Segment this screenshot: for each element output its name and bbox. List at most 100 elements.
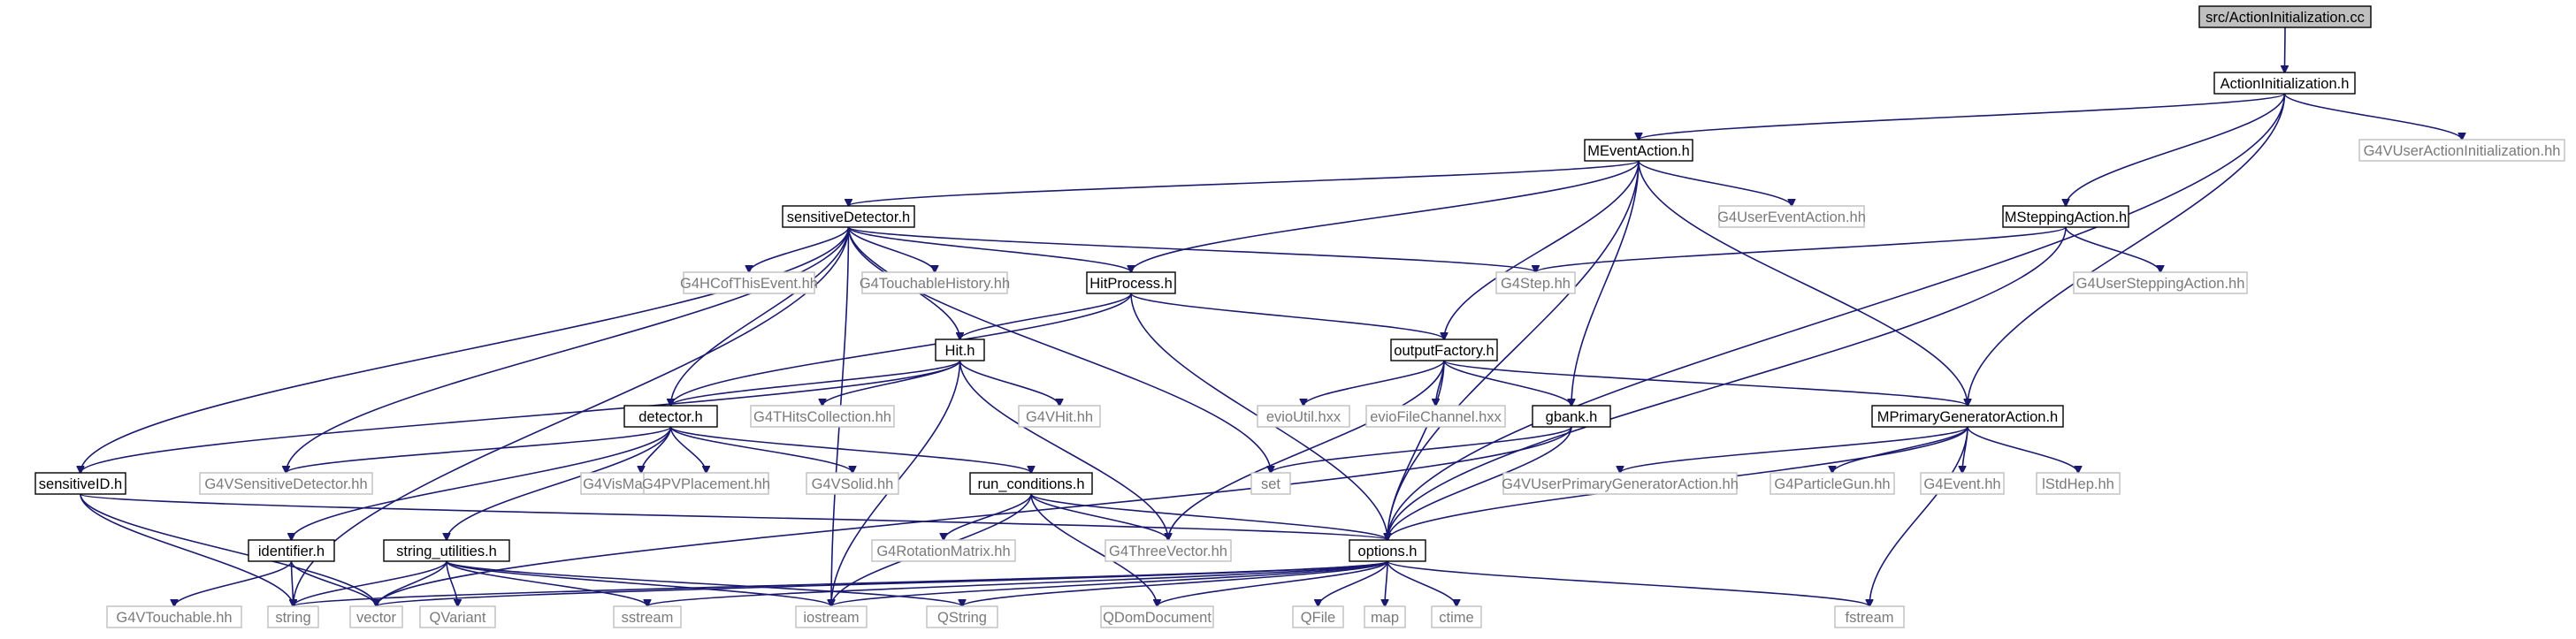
node-box-hitprocess <box>1086 271 1176 294</box>
node-runconditions[interactable]: run_conditions.h <box>969 472 1093 495</box>
node-g4step: G4Step.hh <box>1495 271 1576 294</box>
node-qdomdocument: QDomDocument <box>1100 605 1214 628</box>
node-label-g4usereventaction: G4UserEventAction.hh <box>1717 209 1866 225</box>
node-box-g4event <box>1920 472 2005 495</box>
edge-outputfactory-to-mprimarygen <box>1443 360 1968 406</box>
node-label-actioninit: ActionInitialization.h <box>2221 76 2350 92</box>
node-g4vsolid: G4VSolid.hh <box>806 472 899 495</box>
node-hit[interactable]: Hit.h <box>935 339 985 361</box>
node-box-g4vsolid <box>806 472 899 495</box>
edge-sensitivedetector-to-g4touchablehistory <box>847 226 936 272</box>
edge-stringutilities-to-sstream <box>446 560 647 606</box>
node-label-stringutilities: string_utilities.h <box>396 544 497 559</box>
edge-stringutilities-to-string <box>294 560 447 606</box>
edge-actioninit-to-options <box>1387 93 2286 540</box>
edge-identifier-to-g4vtouchable <box>174 560 293 606</box>
edge-runconditions-to-qdomdocument <box>1030 493 1158 606</box>
node-qstring: QString <box>926 605 998 628</box>
node-label-g4touchablehistory: G4TouchableHistory.hh <box>860 276 1010 292</box>
node-label-sstream: sstream <box>622 610 674 626</box>
node-label-g4vtouchable: G4VTouchable.hh <box>116 610 232 626</box>
edge-detector-to-g4pvplacement <box>669 426 707 473</box>
node-box-options <box>1349 539 1426 562</box>
edge-mprimarygen-to-g4vuserprimarygen <box>1620 426 1968 473</box>
edge-options-to-sstream <box>647 560 1388 606</box>
node-options[interactable]: options.h <box>1349 539 1426 562</box>
node-label-identifier: identifier.h <box>258 544 325 559</box>
node-mprimarygen[interactable]: MPrimaryGeneratorAction.h <box>1871 405 2064 428</box>
node-box-set <box>1250 472 1291 495</box>
edge-detector-to-g4vsolid <box>669 426 853 473</box>
node-label-g4pvplacement: G4PVPlacement.hh <box>642 476 770 492</box>
node-evioutil: evioUtil.hxx <box>1257 405 1350 428</box>
node-root[interactable]: src/ActionInitialization.cc <box>2198 5 2372 28</box>
node-box-detector <box>623 405 718 428</box>
node-g4touchablehistory: G4TouchableHistory.hh <box>860 271 1010 294</box>
node-label-sensitiveid: sensitiveID.h <box>39 476 122 492</box>
node-box-mprimarygen <box>1871 405 2064 428</box>
node-g4pvplacement: G4PVPlacement.hh <box>642 472 770 495</box>
node-meventaction[interactable]: MEventAction.h <box>1584 139 1693 162</box>
node-detector[interactable]: detector.h <box>623 405 718 428</box>
node-vector: vector <box>349 605 403 628</box>
node-box-ctime <box>1431 605 1482 628</box>
edge-options-to-ctime <box>1387 560 1456 606</box>
node-label-ctime: ctime <box>1439 610 1473 626</box>
node-label-hit: Hit.h <box>945 343 975 359</box>
edge-gbank-to-vector <box>377 426 1572 606</box>
node-box-qvariant <box>419 605 496 628</box>
node-gbank[interactable]: gbank.h <box>1532 405 1611 428</box>
edge-actioninit-to-mprimarygen <box>1968 93 2286 406</box>
node-msteppingaction[interactable]: MSteppingAction.h <box>2002 205 2129 228</box>
node-stringutilities[interactable]: string_utilities.h <box>383 539 510 562</box>
node-sensitiveid[interactable]: sensitiveID.h <box>34 472 126 495</box>
node-g4rotationmatrix: G4RotationMatrix.hh <box>871 539 1016 562</box>
node-iostream: iostream <box>795 605 868 628</box>
node-box-qfile <box>1292 605 1344 628</box>
node-g4threevector: G4ThreeVector.hh <box>1105 539 1232 562</box>
node-box-map <box>1364 605 1406 628</box>
node-g4particlegun: G4ParticleGun.hh <box>1770 472 1895 495</box>
node-box-vector <box>349 605 403 628</box>
node-actioninit[interactable]: ActionInitialization.h <box>2213 72 2356 95</box>
edge-detector-to-stringutilities <box>447 426 672 540</box>
node-box-g4usereventaction <box>1718 205 1865 228</box>
edge-outputfactory-to-g4threevector <box>1168 360 1445 540</box>
node-label-fstream: fstream <box>1845 610 1893 626</box>
edge-runconditions-to-options <box>1030 493 1387 540</box>
node-label-mprimarygen: MPrimaryGeneratorAction.h <box>1877 409 2059 425</box>
node-g4vsensitivedetector: G4VSensitiveDetector.hh <box>199 472 373 495</box>
node-sensitivedetector[interactable]: sensitiveDetector.h <box>782 205 915 228</box>
edge-actioninit-to-msteppingaction <box>2066 93 2286 206</box>
node-label-qfile: QFile <box>1301 610 1335 626</box>
edge-sensitiveid-to-vector <box>80 493 377 606</box>
edge-outputfactory-to-gbank <box>1443 360 1571 406</box>
node-label-gbank: gbank.h <box>1546 409 1598 425</box>
node-box-g4threevector <box>1105 539 1232 562</box>
edge-msteppingaction-to-g4step <box>1536 226 2067 272</box>
edge-stringutilities-to-qvariant <box>446 560 458 606</box>
node-label-sensitivedetector: sensitiveDetector.h <box>787 209 910 225</box>
node-box-g4vuseractioninit <box>2358 139 2565 162</box>
node-box-eviofilechannel <box>1365 405 1506 428</box>
edge-detector-to-runconditions <box>669 426 1032 473</box>
node-g4usereventaction: G4UserEventAction.hh <box>1717 205 1866 228</box>
nodes-layer: src/ActionInitialization.ccActionInitial… <box>34 5 2565 628</box>
node-box-g4vhit <box>1018 405 1101 428</box>
edge-detector-to-identifier <box>292 426 672 540</box>
edge-hit-to-detector <box>671 360 961 406</box>
edge-options-to-qstring <box>962 560 1388 606</box>
node-label-runconditions: run_conditions.h <box>977 476 1084 492</box>
edge-msteppingaction-to-g4usersteppingaction <box>2065 226 2160 272</box>
node-qfile: QFile <box>1292 605 1344 628</box>
node-set: set <box>1250 472 1291 495</box>
node-identifier[interactable]: identifier.h <box>248 539 335 562</box>
node-label-g4step: G4Step.hh <box>1501 276 1571 292</box>
node-outputfactory[interactable]: outputFactory.h <box>1390 339 1498 361</box>
node-hitprocess[interactable]: HitProcess.h <box>1086 271 1176 294</box>
edge-sensitivedetector-to-hitprocess <box>847 226 1132 272</box>
node-label-hitprocess: HitProcess.h <box>1089 276 1173 292</box>
node-label-g4thitscollection: G4THitsCollection.hh <box>753 409 891 425</box>
edge-sensitiveid-to-options <box>80 493 1387 540</box>
